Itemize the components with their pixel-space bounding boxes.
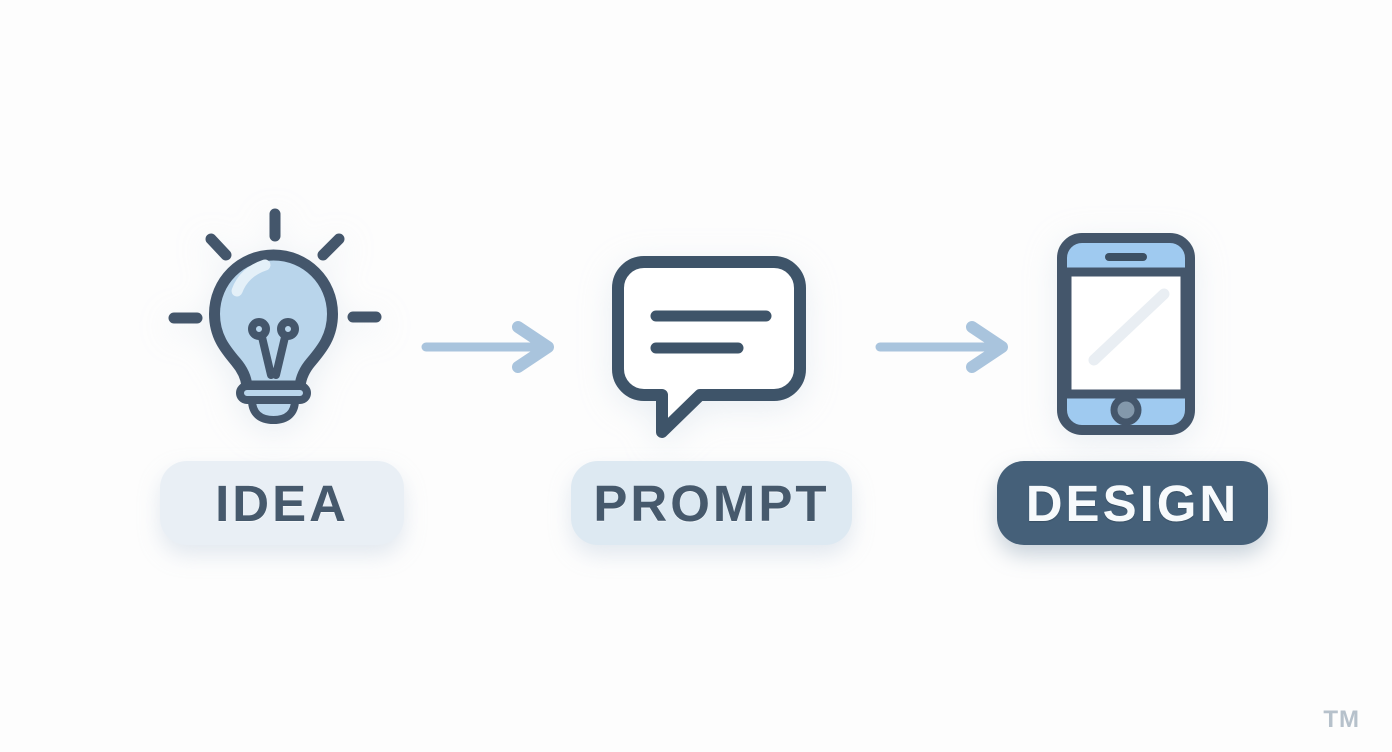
prompt-pill-label: PROMPT [593,474,830,532]
speech-bubble-icon [612,256,806,438]
idea-pill: IDEA [160,461,404,545]
arrow-right-icon [421,321,554,373]
prompt-pill: PROMPT [571,461,852,545]
smartphone-icon [1057,233,1195,435]
design-pill: DESIGN [997,461,1268,545]
arrow-right-icon [875,321,1008,373]
trademark-text: TM [1323,706,1360,733]
design-pill-label: DESIGN [1025,474,1240,532]
lightbulb-icon [168,208,382,424]
idea-pill-label: IDEA [215,474,349,532]
